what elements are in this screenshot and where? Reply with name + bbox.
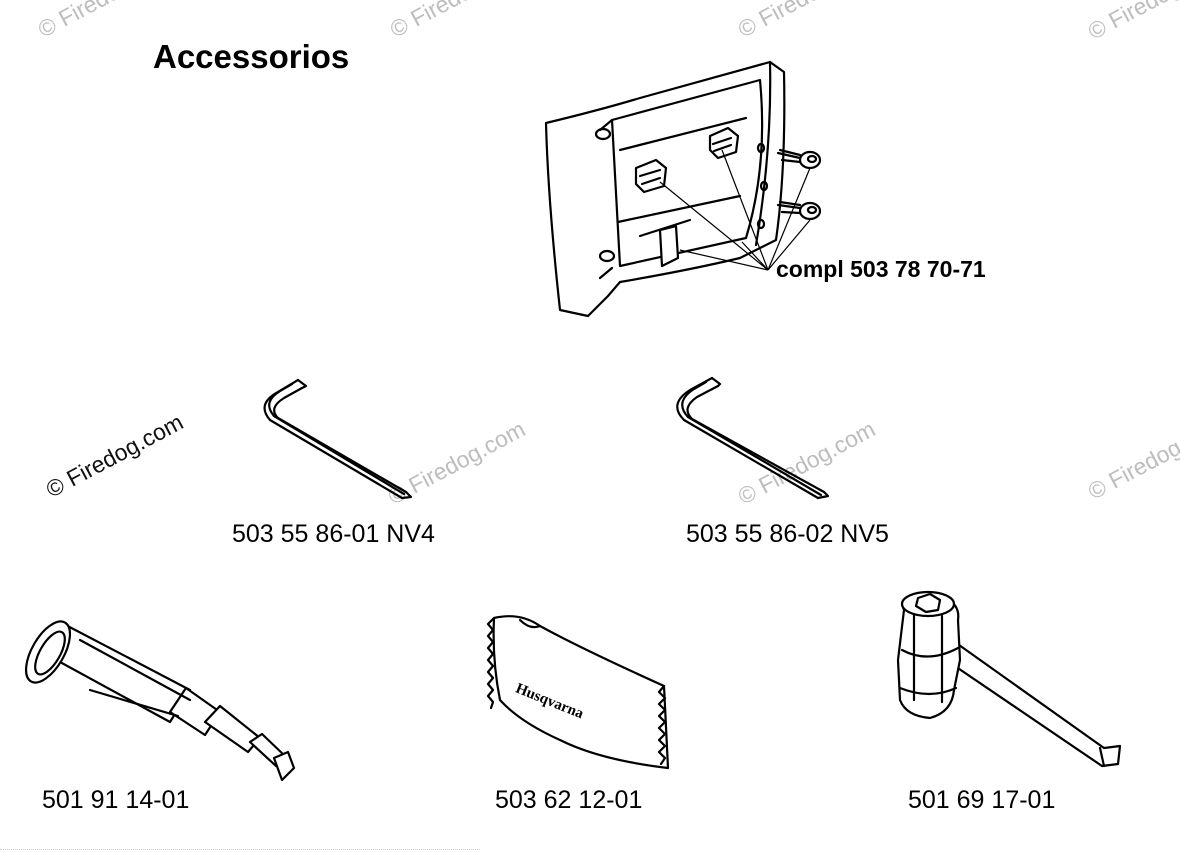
divider [0, 849, 480, 850]
part-number-label: 503 55 86-01 NV4 [232, 520, 435, 548]
page-title: Accessorios [153, 38, 350, 75]
part-number-label: 501 91 14-01 [42, 786, 190, 814]
assembly-callout-label: compl 503 78 70-71 [776, 256, 986, 282]
part-number-label: 503 55 86-02 NV5 [686, 520, 889, 548]
part-number-label: 503 62 12-01 [495, 786, 643, 814]
part-number-label: 501 69 17-01 [908, 786, 1056, 814]
bolt-icon [776, 200, 822, 221]
